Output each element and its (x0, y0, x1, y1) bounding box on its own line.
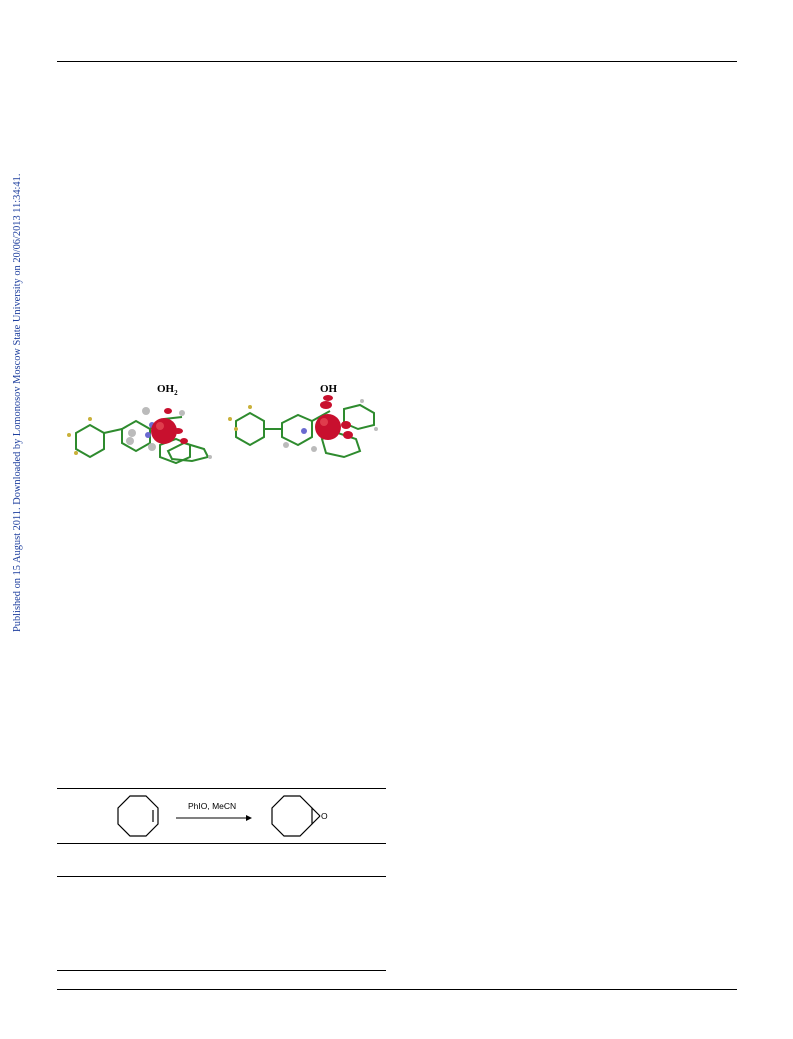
reaction-arrow (176, 815, 252, 821)
left-molecule-image (67, 407, 212, 465)
reaction-conditions: PhIO, MeCN (188, 801, 237, 811)
header-rule (57, 61, 737, 62)
publication-link[interactable]: Published on 15 August 2011. Downloaded … (12, 173, 23, 632)
table-bottom-rule (57, 970, 386, 971)
table-top-rule (57, 876, 386, 877)
scheme-top-rule (57, 788, 386, 789)
right-molecule-label: OH (320, 383, 338, 395)
scheme-bottom-rule (57, 843, 386, 844)
right-molecule-image (228, 395, 378, 459)
left-molecule-label: OH2 (157, 383, 178, 398)
cyclooctene-structure (117, 795, 159, 837)
epoxide-oxygen-label: O (321, 811, 328, 821)
footer-rule (57, 989, 737, 990)
cyclooctene-oxide-structure (271, 795, 321, 837)
